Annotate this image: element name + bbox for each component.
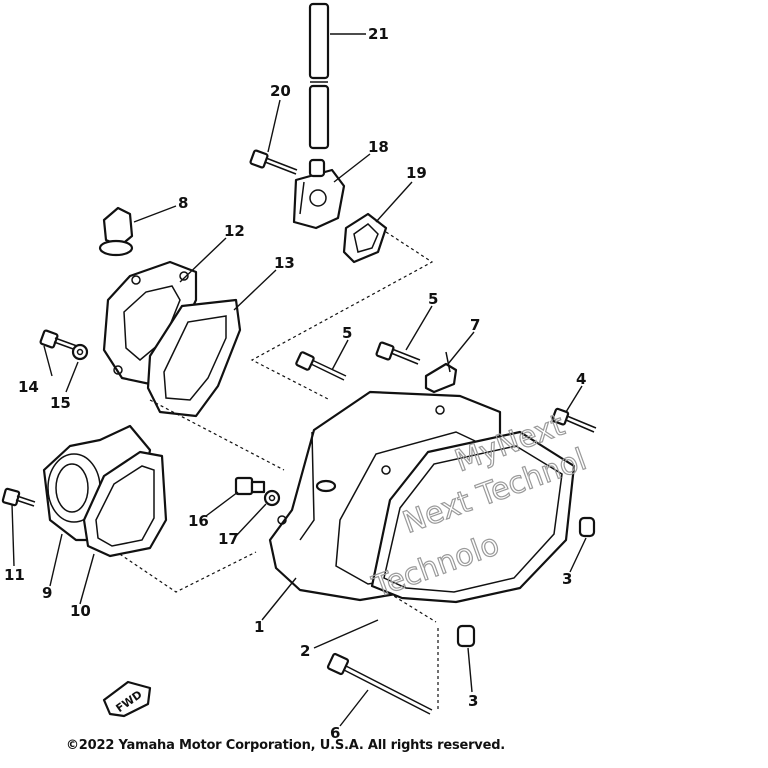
part-label-7: 7 xyxy=(470,316,480,334)
part-label-17: 17 xyxy=(218,530,239,548)
part-label-12: 12 xyxy=(224,222,245,240)
part-label-21: 21 xyxy=(368,25,389,43)
part-label-2: 2 xyxy=(300,642,310,660)
part-label-15: 15 xyxy=(50,394,71,412)
part-15-washer xyxy=(71,343,89,361)
part-label-13: 13 xyxy=(274,254,295,272)
part-label-14: 14 xyxy=(18,378,39,396)
part-label-5a: 5 xyxy=(342,324,352,342)
part-label-18: 18 xyxy=(368,138,389,156)
guide-line xyxy=(383,589,437,623)
part-6-bolt xyxy=(326,652,433,715)
part-10-gasket xyxy=(82,450,168,558)
part-12-cover xyxy=(102,260,198,386)
part-label-19: 19 xyxy=(406,164,427,182)
part-14-bolt xyxy=(39,329,78,351)
part-17-washer xyxy=(263,489,281,507)
part-5-bolt xyxy=(375,341,421,365)
part-7-clip xyxy=(424,351,458,394)
part-3-dowel xyxy=(578,516,596,538)
guide-line xyxy=(250,231,434,401)
part-label-3a: 3 xyxy=(562,570,572,588)
part-21-tube xyxy=(308,2,330,150)
part-18-valve xyxy=(292,158,346,230)
part-number-labels: 21 20 18 19 8 12 13 5 5 7 4 14 15 16 17 … xyxy=(4,25,586,742)
part-13-gasket xyxy=(146,298,242,418)
part-11-bolt xyxy=(1,487,36,507)
part-16-bolt xyxy=(234,476,266,496)
part-19-plate xyxy=(342,212,388,264)
fwd-arrow-icon: FWD xyxy=(102,680,152,718)
part-label-9: 9 xyxy=(42,584,52,602)
part-5-bolt xyxy=(295,351,347,381)
part-label-16: 16 xyxy=(188,512,209,530)
copyright-notice: ©2022 Yamaha Motor Corporation, U.S.A. A… xyxy=(66,738,506,753)
guide-line xyxy=(149,399,285,471)
guide-line xyxy=(89,533,257,593)
part-label-4: 4 xyxy=(576,370,586,388)
part-2-gasket xyxy=(370,430,576,604)
part-label-20: 20 xyxy=(270,82,291,100)
part-4-bolt xyxy=(551,407,597,433)
part-label-10: 10 xyxy=(70,602,91,620)
part-label-5b: 5 xyxy=(428,290,438,308)
leader-lines xyxy=(11,33,587,727)
part-label-3b: 3 xyxy=(468,692,478,710)
part-label-8: 8 xyxy=(178,194,188,212)
part-20-bolt xyxy=(249,149,298,175)
part-label-1: 1 xyxy=(254,618,264,636)
part-label-11: 11 xyxy=(4,566,25,584)
part-8-filler-cap xyxy=(98,206,134,257)
part-3-dowel xyxy=(456,624,476,648)
part-label-6: 6 xyxy=(330,724,340,742)
